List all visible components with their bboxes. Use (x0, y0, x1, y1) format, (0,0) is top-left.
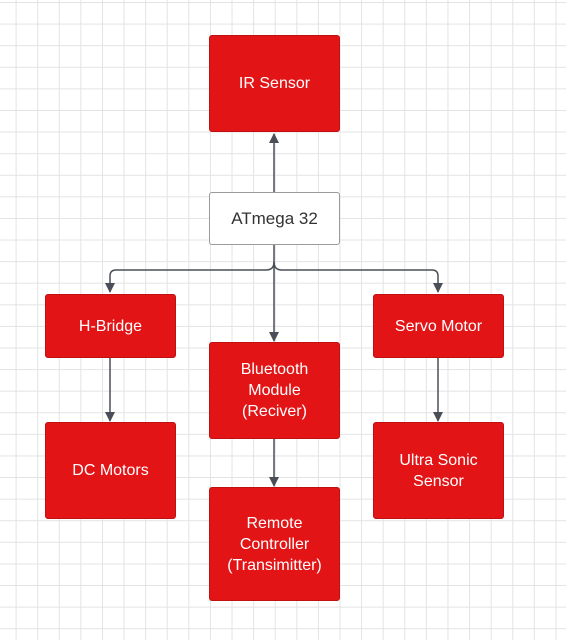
dc-motors-block[interactable]: DC Motors (45, 422, 176, 519)
h-bridge-block[interactable]: H-Bridge (45, 294, 176, 358)
bluetooth-module-label: Bluetooth Module (Reciver) (240, 361, 309, 420)
remote-controller-label: Remote Controller (Transimitter) (227, 514, 322, 574)
remote-controller-block[interactable]: Remote Controller (Transimitter) (209, 487, 340, 601)
ir-sensor-block[interactable]: IR Sensor (209, 35, 340, 132)
h-bridge-label: H-Bridge (78, 317, 143, 335)
ir-sensor-label: IR Sensor (238, 75, 311, 92)
ultrasonic-sensor-label: Ultra Sonic Sensor (399, 451, 478, 490)
ultrasonic-sensor-block[interactable]: Ultra Sonic Sensor (373, 422, 504, 519)
edge-atmega-to-servo-motor (273, 261, 443, 293)
atmega-controller-block[interactable]: ATmega 32 (209, 192, 340, 245)
servo-motor-block[interactable]: Servo Motor (373, 294, 504, 358)
atmega-label: ATmega 32 (231, 209, 318, 228)
bluetooth-module-block[interactable]: Bluetooth Module (Reciver) (209, 342, 340, 439)
edge-atmega-to-h-bridge (105, 261, 275, 293)
dc-motors-label: DC Motors (72, 462, 149, 479)
servo-motor-label: Servo Motor (394, 317, 483, 335)
